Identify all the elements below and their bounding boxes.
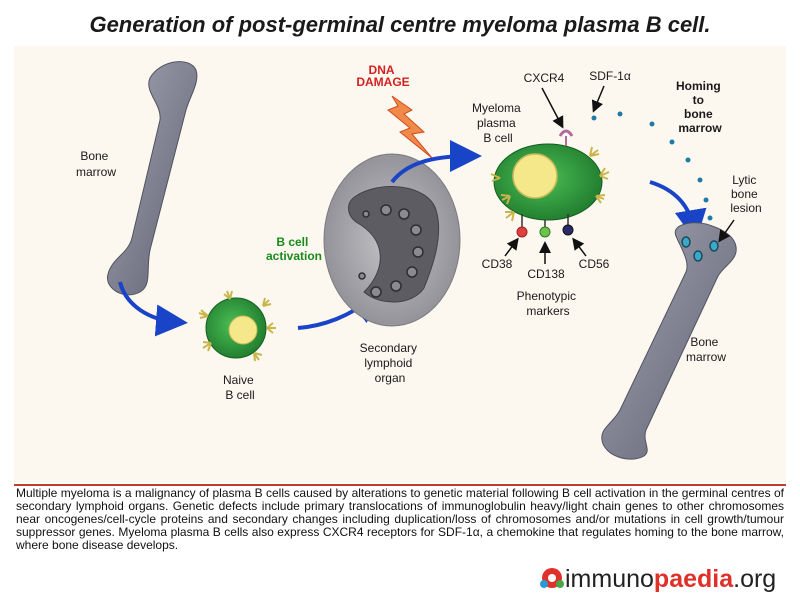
sdf1-chemokine-dots: [591, 111, 713, 221]
cd38-marker-icon: [516, 214, 528, 238]
arrow-bone-to-naive: [118, 281, 188, 337]
cd138-label: CD138: [527, 267, 565, 281]
cd138-marker-icon: [539, 220, 551, 238]
dna-damage-label: DNA DAMAGE: [356, 63, 409, 89]
naive-b-cell: [198, 290, 276, 362]
myeloma-plasma-b-cell: [490, 129, 610, 238]
cd56-label: CD56: [579, 257, 610, 271]
antibody-receptors-icon: [490, 146, 610, 222]
sdf1-pointer: [591, 85, 605, 113]
lytic-lesion-pointer: [718, 219, 735, 243]
b-cell-activation-label: B cell activation: [266, 235, 322, 263]
cxcr4-receptor-icon: [558, 129, 574, 146]
bone-marrow-left-label: Bone marrow: [76, 149, 116, 179]
lytic-lesions-icon: [681, 236, 719, 262]
logo-part-org: .org: [733, 565, 777, 593]
cxcr4-pointer: [541, 87, 564, 129]
logo-part-immuno: immuno: [565, 565, 654, 593]
sdf1-label: SDF-1α: [589, 69, 631, 83]
secondary-lymphoid-organ-label: Secondary lymphoid organ: [360, 341, 421, 385]
homing-label: Homing to bone marrow: [676, 79, 724, 135]
arrow-myeloma-to-bone: [649, 180, 707, 242]
immunopaedia-logo-icon: [540, 568, 564, 588]
cd56-pointer: [572, 237, 587, 257]
lightning-bolt-icon: [387, 95, 433, 159]
lytic-bone-lesion-label: Lytic bone lesion: [730, 173, 761, 215]
cd38-pointer: [504, 237, 519, 257]
arrow-organ-to-myeloma: [390, 140, 482, 184]
diagram-title: Generation of post-germinal centre myelo…: [89, 12, 711, 37]
logo-part-paedia: paedia: [653, 565, 734, 593]
immunopaedia-logo[interactable]: immunopaedia.org: [565, 564, 776, 594]
germinal-centres-icon: [358, 204, 424, 298]
bone-right: [601, 222, 737, 460]
naive-b-cell-label: Naive B cell: [223, 373, 257, 402]
diagram-canvas: Bone marrow Naive B cell B cell activati…: [76, 61, 762, 460]
cd56-marker-icon: [562, 214, 574, 236]
caption-text: Multiple myeloma is a malignancy of plas…: [16, 486, 784, 552]
cd38-label: CD38: [482, 257, 513, 271]
cxcr4-label: CXCR4: [524, 71, 565, 85]
antibody-receptors-icon: [198, 290, 276, 362]
bone-left: [107, 61, 198, 296]
bone-marrow-right-label: Bone marrow: [686, 335, 726, 364]
myeloma-plasma-b-cell-label: Myeloma plasma B cell: [472, 101, 524, 145]
secondary-lymphoid-organ: [323, 153, 461, 327]
phenotypic-markers-label: Phenotypic markers: [517, 289, 580, 318]
diagram-panel: Bone marrow Naive B cell B cell activati…: [14, 46, 786, 482]
caption-divider: [14, 484, 786, 486]
